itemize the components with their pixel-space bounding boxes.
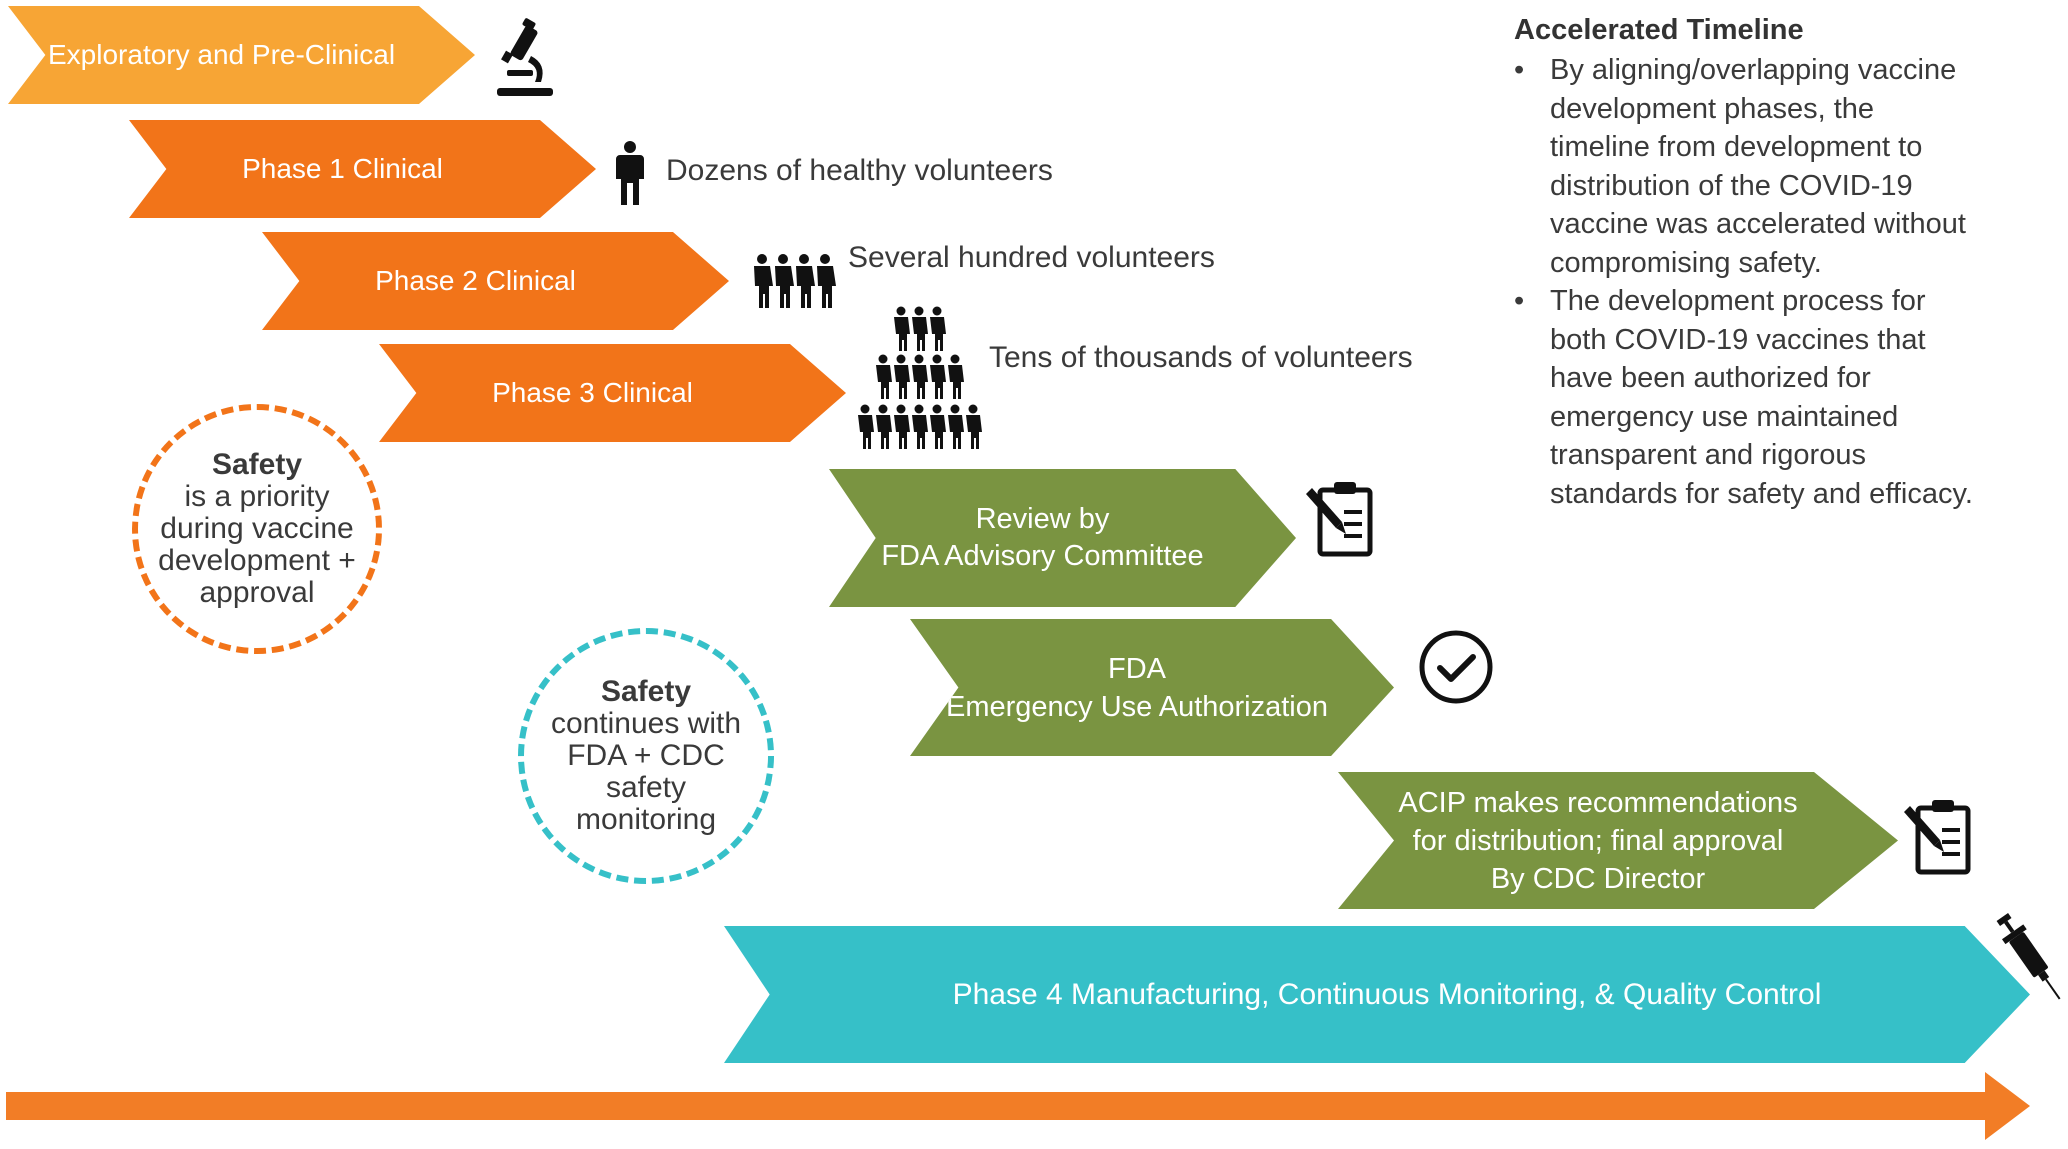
safety-circle-teal-line: monitoring [575,803,717,836]
sidebar-line: transparent and rigorous [1550,439,1866,471]
safety-circle-orange-line: approval [199,576,315,609]
bullet-marker: • [1514,285,1525,317]
safety-circle-orange: Safety is a priority during vaccine deve… [132,404,382,654]
phase1-volunteers-label: Dozens of healthy volunteers [666,154,1053,187]
sidebar-line: standards for safety and efficacy. [1550,477,1973,510]
stage-phase3-label: Phase 3 Clinical [492,377,693,408]
safety-circle-orange-title: Safety [211,448,303,481]
sidebar-line: The development process for [1550,285,1926,317]
sidebar-line: emergency use maintained [1550,400,1899,433]
sidebar-line: compromising safety. [1550,246,1822,279]
sidebar-line: have been authorized for [1550,362,1871,394]
stage-acip-line1: ACIP makes recommendations [1398,786,1798,819]
phase2-volunteers-label: Several hundred volunteers [848,241,1215,274]
accelerated-timeline-panel: Accelerated Timeline • By aligning/overl… [1514,14,2054,513]
sidebar-line: both COVID-19 vaccines that [1550,323,1926,356]
bullet-marker: • [1514,54,1525,86]
microscope-icon [497,18,553,96]
stage-eua-line2: Emergency Use Authorization [945,690,1329,723]
sidebar-line: vaccine was accelerated without [1550,208,1966,240]
sidebar-bullet-item: • The development process for both COVID… [1514,282,2054,513]
stage-phase4-label: Phase 4 Manufacturing, Continuous Monito… [952,977,1822,1011]
crowd-pyramid-icon [858,306,982,449]
safety-circle-orange-line: during vaccine [160,512,354,545]
stage-eua-line1: FDA [1108,652,1166,685]
stage-exploratory-label: Exploratory and Pre-Clinical [48,39,396,70]
stage-exploratory: Exploratory and Pre-Clinical [8,6,475,104]
clipboard-icon [1306,482,1373,557]
safety-circle-teal-title: Safety [600,675,692,708]
stage-review: Review by FDA Advisory Committee [829,469,1296,607]
safety-circle-teal: Safety continues with FDA + CDC safety m… [518,628,774,884]
check-circle-icon [1419,630,1493,704]
stage-acip-line2: for distribution; final approval [1412,824,1784,857]
stage-acip: ACIP makes recommendations for distribut… [1338,772,1898,909]
stage-review-line2: FDA Advisory Committee [881,540,1204,572]
stage-phase2-label: Phase 2 Clinical [375,265,576,296]
safety-circle-teal-line: continues with [550,707,742,740]
sidebar-line: distribution of the COVID-19 [1550,169,1913,202]
sidebar-line: development phases, the [1550,92,1875,125]
sidebar-title: Accelerated Timeline [1514,14,1804,46]
phase3-volunteers-label: Tens of thousands of volunteers [989,341,1413,374]
group-icon [754,254,836,308]
timeline-arrow [6,1072,2030,1140]
stage-eua: FDA Emergency Use Authorization [910,619,1394,756]
safety-circle-teal-line: FDA + CDC [567,739,725,772]
stage-phase4: Phase 4 Manufacturing, Continuous Monito… [724,926,2030,1063]
safety-circle-teal-line: safety [605,771,687,804]
stage-phase1: Phase 1 Clinical [129,120,596,218]
person-icon [616,141,644,205]
sidebar-line: By aligning/overlapping vaccine [1550,54,1957,86]
stage-acip-line3: By CDC Director [1490,862,1706,895]
sidebar-bullet-item: • By aligning/overlapping vaccine develo… [1514,51,2054,282]
stage-phase3: Phase 3 Clinical [379,344,846,442]
safety-circle-orange-line: development + [158,544,356,577]
syringe-icon [1996,913,2061,1000]
sidebar-line: timeline from development to [1550,131,1923,163]
clipboard-icon [1904,800,1971,875]
stage-review-line1: Review by [975,503,1110,535]
safety-circle-orange-line: is a priority [184,480,330,513]
stage-phase1-label: Phase 1 Clinical [242,153,443,184]
stage-phase2: Phase 2 Clinical [262,232,729,330]
